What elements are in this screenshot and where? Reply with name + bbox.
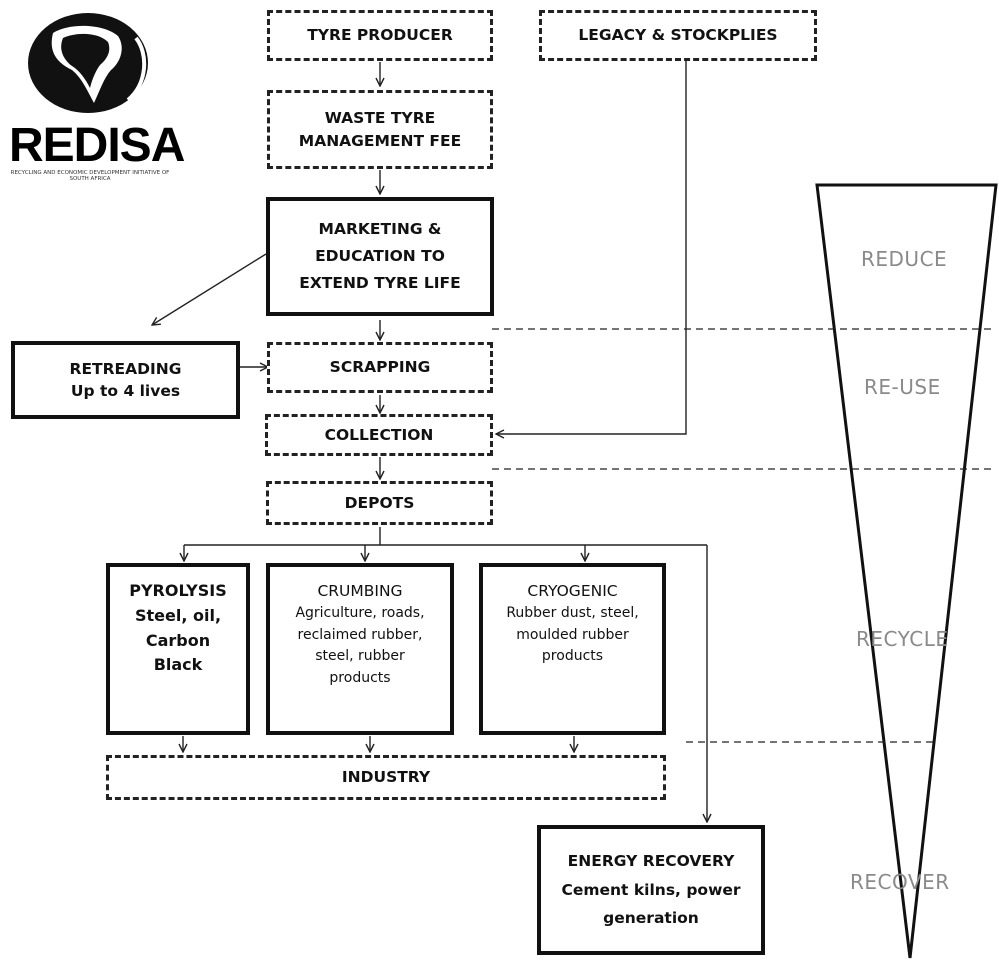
cryogenic-line-2: moulded rubber — [516, 626, 629, 643]
marketing-line-1: MARKETING & — [318, 219, 442, 238]
pyrolysis-line-1: Steel, oil, — [134, 605, 222, 625]
industry-label: INDUSTRY — [341, 768, 431, 787]
logo-tagline: RECYCLING AND ECONOMIC DEVELOPMENT INITI… — [10, 170, 170, 183]
retreading-box: RETREADING Up to 4 lives — [11, 341, 240, 419]
crumbing-box: CRUMBING Agriculture, roads, reclaimed r… — [266, 563, 454, 735]
waste-tyre-fee-box: WASTE TYRE MANAGEMENT FEE — [267, 90, 493, 169]
energy-recovery-line-1: Cement kilns, power — [561, 880, 741, 899]
depots-label: DEPOTS — [344, 493, 415, 512]
pyrolysis-title: PYROLYSIS — [129, 581, 227, 600]
africa-globe-icon — [28, 13, 148, 113]
cryogenic-line-3: products — [541, 648, 604, 665]
energy-recovery-line-2: generation — [603, 909, 699, 928]
depots-box: DEPOTS — [266, 481, 493, 525]
fee-line-1: WASTE TYRE — [324, 109, 436, 128]
cryogenic-title: CRYOGENIC — [527, 582, 618, 600]
marketing-line-2: EDUCATION TO — [315, 246, 445, 265]
retreading-title: RETREADING — [69, 359, 182, 378]
energy-recovery-title: ENERGY RECOVERY — [567, 851, 735, 870]
industry-box: INDUSTRY — [106, 755, 666, 800]
funnel-label-reuse: RE-USE — [864, 375, 941, 399]
hierarchy-funnel — [815, 183, 998, 959]
crumbing-line-3: steel, rubber — [315, 648, 405, 665]
legacy-stockplies-box: LEGACY & STOCKPLIES — [539, 10, 817, 61]
logo-wordmark: REDISA — [9, 119, 185, 172]
pyrolysis-line-3: Black — [153, 655, 203, 675]
pyrolysis-line-2: Carbon — [145, 630, 211, 650]
scrapping-label: SCRAPPING — [329, 358, 431, 377]
crumbing-line-1: Agriculture, roads, — [295, 605, 425, 622]
cryogenic-line-1: Rubber dust, steel, — [506, 605, 639, 622]
arrow-marketing-to-retreading — [152, 253, 267, 325]
marketing-education-box: MARKETING & EDUCATION TO EXTEND TYRE LIF… — [266, 197, 494, 316]
pyrolysis-box: PYROLYSIS Steel, oil, Carbon Black — [106, 563, 250, 735]
collection-box: COLLECTION — [265, 414, 493, 456]
retreading-subtitle: Up to 4 lives — [70, 382, 181, 400]
legacy-stockplies-label: LEGACY & STOCKPLIES — [578, 26, 778, 45]
collection-label: COLLECTION — [324, 425, 434, 444]
line-legacy-to-collection — [496, 60, 687, 434]
marketing-line-3: EXTEND TYRE LIFE — [299, 274, 461, 293]
crumbing-line-4: products — [329, 670, 391, 687]
energy-recovery-box: ENERGY RECOVERY Cement kilns, power gene… — [537, 825, 765, 955]
tyre-producer-label: TYRE PRODUCER — [307, 26, 453, 45]
cryogenic-box: CRYOGENIC Rubber dust, steel, moulded ru… — [479, 563, 666, 735]
scrapping-box: SCRAPPING — [267, 342, 493, 393]
crumbing-title: CRUMBING — [317, 582, 403, 600]
tyre-producer-box: TYRE PRODUCER — [267, 10, 493, 61]
funnel-label-reduce: REDUCE — [861, 247, 948, 271]
funnel-label-recover: RECOVER — [850, 870, 950, 894]
crumbing-line-2: reclaimed rubber, — [297, 626, 423, 643]
funnel-label-recycle: RECYCLE — [856, 627, 949, 651]
fee-line-2: MANAGEMENT FEE — [298, 131, 462, 150]
